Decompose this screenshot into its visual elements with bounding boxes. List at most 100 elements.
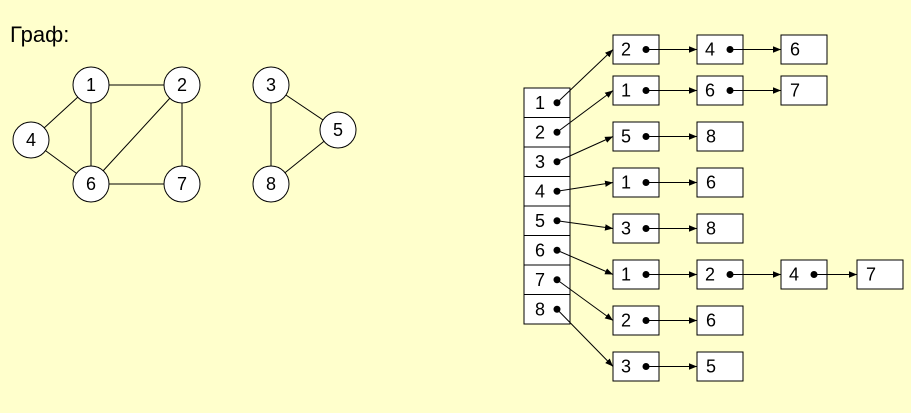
graph-node-circle (252, 66, 290, 104)
pointer-arrow (556, 49, 614, 104)
adjacency-list-row-6: 1 2 4 7 (612, 259, 904, 290)
list-node-box (696, 351, 744, 382)
list-node: 8 (696, 213, 744, 244)
index-cell-box (523, 205, 571, 236)
list-node-value: 6 (705, 81, 715, 101)
list-node: 7 (780, 75, 828, 106)
graph-node-6: 6 (72, 165, 110, 203)
index-cell-label: 6 (535, 240, 545, 260)
adjacency-index-cell-2: 2 (523, 90, 614, 148)
list-node-value: 1 (621, 81, 631, 101)
graph-node-label: 7 (177, 174, 187, 194)
pointer-arrow (556, 279, 614, 321)
list-node: 4 (696, 34, 781, 65)
graph-node-label: 3 (266, 75, 276, 95)
graph-node-circle (319, 111, 357, 149)
list-node-value: 2 (705, 265, 715, 285)
graph-node-circle (252, 165, 290, 203)
index-cell-box (523, 235, 571, 266)
list-node-box (856, 259, 904, 290)
adjacency-list-row-2: 1 6 7 (612, 75, 828, 106)
graph-nodes: 1 2 3 4 5 6 7 8 (12, 66, 357, 203)
index-cell-label: 2 (535, 122, 545, 142)
list-node-value: 6 (706, 173, 716, 193)
list-node-box (780, 34, 828, 65)
index-cell-box (523, 87, 571, 118)
graph-node-circle (72, 165, 110, 203)
list-node-box (696, 167, 744, 198)
list-node-value: 1 (621, 173, 631, 193)
adjacency-list-row-1: 2 4 6 (612, 34, 828, 65)
list-node-value: 2 (621, 40, 631, 60)
list-node-box (696, 305, 744, 336)
list-node-value: 5 (621, 127, 631, 147)
graph-node-label: 2 (177, 75, 187, 95)
pointer-arrow (556, 308, 614, 367)
list-node: 1 (612, 167, 697, 198)
graph-node-1: 1 (72, 66, 110, 104)
index-cell-label: 7 (535, 270, 545, 290)
list-node-value: 1 (621, 265, 631, 285)
graph-node-8: 8 (252, 165, 290, 203)
graph-node-3: 3 (252, 66, 290, 104)
index-cell-label: 1 (535, 93, 545, 113)
list-node-value: 3 (621, 357, 631, 377)
list-node: 4 (780, 259, 857, 290)
list-node: 5 (612, 121, 697, 152)
list-node: 6 (780, 34, 828, 65)
graph-node-circle (72, 66, 110, 104)
adjacency-index-cell-3: 3 (523, 136, 614, 177)
list-node: 2 (696, 259, 781, 290)
pointer-arrow (556, 136, 614, 163)
list-node-value: 5 (706, 357, 716, 377)
list-node: 2 (612, 305, 697, 336)
graph-node-5: 5 (319, 111, 357, 149)
list-node-value: 2 (621, 311, 631, 331)
list-node-value: 4 (789, 265, 799, 285)
pointer-arrow (556, 180, 614, 192)
list-node-value: 7 (866, 265, 876, 285)
pointer-arrow (556, 90, 614, 133)
graph-node-7: 7 (163, 165, 201, 203)
graph-node-label: 5 (333, 120, 343, 140)
list-node-value: 6 (706, 311, 716, 331)
list-node-value: 8 (706, 127, 716, 147)
index-cell-label: 3 (535, 152, 545, 172)
page-title: Граф: (10, 22, 70, 47)
list-node-value: 6 (790, 40, 800, 60)
list-node: 3 (612, 213, 697, 244)
list-node-box (696, 121, 744, 152)
graph-node-4: 4 (12, 121, 50, 159)
list-node: 2 (612, 34, 697, 65)
adjacency-index-cell-4: 4 (523, 176, 614, 207)
graph-node-label: 4 (26, 130, 36, 150)
index-cell-label: 5 (535, 211, 545, 231)
graph-node-label: 6 (86, 174, 96, 194)
list-node-value: 4 (705, 40, 715, 60)
list-node: 6 (696, 75, 781, 106)
index-cell-box (523, 117, 571, 148)
adjacency-index-cell-8: 8 (523, 294, 614, 367)
index-cell-box (523, 294, 571, 325)
pointer-arrow (556, 220, 614, 231)
graph-node-circle (12, 121, 50, 159)
graph-node-2: 2 (163, 66, 201, 104)
list-node: 6 (696, 305, 744, 336)
graph-node-label: 1 (86, 75, 96, 95)
list-node-value: 3 (621, 219, 631, 239)
adjacency-index-cell-6: 6 (523, 235, 614, 275)
list-node: 7 (856, 259, 904, 290)
list-node: 1 (612, 259, 697, 290)
graph-node-circle (163, 165, 201, 203)
list-node: 8 (696, 121, 744, 152)
list-node-box (780, 75, 828, 106)
index-cell-box (523, 146, 571, 177)
